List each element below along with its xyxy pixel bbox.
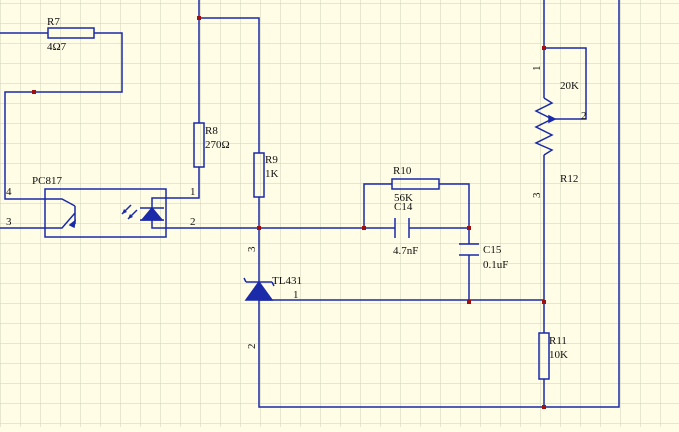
label-r9-value: 1K: [265, 168, 279, 180]
wire-r7-right-loop: [4, 32, 123, 198]
label-r8-ref: R8: [205, 125, 218, 137]
junctions: [32, 16, 546, 409]
label-r12-ref: R12: [560, 173, 578, 185]
pin-tl431-1: 1: [293, 289, 299, 301]
capacitor-c15: [459, 243, 479, 256]
optocoupler-pc817-body: [44, 188, 167, 238]
junction-c15: [467, 300, 471, 304]
pin-pc817-3: 3: [6, 216, 12, 228]
label-r12-value: 20K: [560, 80, 579, 92]
pin-r12-2: 2: [581, 110, 587, 122]
pin-pc817-4: 4: [6, 186, 12, 198]
junction-r7: [32, 90, 36, 94]
junction-r9-main: [257, 226, 261, 230]
junction-r8-r9: [197, 16, 201, 20]
wire-r10-right: [439, 183, 470, 244]
label-c14-value: 4.7nF: [393, 245, 418, 257]
junction-r12-top: [542, 46, 546, 50]
pin-tl431-3: 3: [246, 246, 258, 252]
resistor-r8: [193, 122, 205, 168]
label-r10-ref: R10: [393, 165, 412, 177]
wire-r8-pin1: [166, 167, 200, 199]
label-r8-value: 270Ω: [205, 139, 230, 151]
resistor-r11: [538, 332, 550, 380]
label-c15-value: 0.1uF: [483, 259, 508, 271]
resistor-r7: [47, 27, 95, 39]
junction-ref: [542, 300, 546, 304]
label-r7-ref: R7: [47, 16, 60, 28]
label-pc817: PC817: [32, 175, 62, 187]
pin-r12-3: 3: [531, 192, 543, 198]
pin-pc817-2: 2: [190, 216, 196, 228]
pin-r12-1: 1: [531, 66, 543, 72]
label-r10-value: 56K: [394, 192, 413, 204]
label-r7-value: 4Ω7: [47, 41, 67, 53]
label-r9-ref: R9: [265, 154, 278, 166]
resistor-r9: [253, 152, 265, 198]
label-r11-value: 10K: [549, 349, 568, 361]
potentiometer-r12-wiper-arrow: [548, 114, 557, 124]
junction-bottom: [542, 405, 546, 409]
potentiometer-r12: [534, 97, 554, 156]
wire-pc817-pin4: [4, 198, 45, 200]
phototransistor-emitter-arrow: [68, 219, 77, 229]
tl431-fill: [246, 282, 272, 300]
label-c14-ref: C14: [394, 201, 413, 213]
pin-pc817-1: 1: [190, 186, 196, 198]
wire-tl431-anode: [258, 0, 620, 408]
wire-r12-wiper-loop: [544, 47, 587, 120]
junction-r10-right: [467, 226, 471, 230]
junction-r10-left: [362, 226, 366, 230]
label-tl431: TL431: [272, 275, 302, 287]
label-c15-ref: C15: [483, 244, 502, 256]
capacitor-c14: [394, 218, 410, 238]
led-diode-fill: [142, 208, 162, 220]
pin-tl431-2: 2: [246, 344, 258, 350]
label-r11-ref: R11: [549, 335, 567, 347]
resistor-r10: [391, 178, 440, 190]
led-ray-arrows: [122, 209, 133, 219]
wire-r10-left: [363, 183, 392, 228]
wire-r9-top: [199, 17, 260, 153]
